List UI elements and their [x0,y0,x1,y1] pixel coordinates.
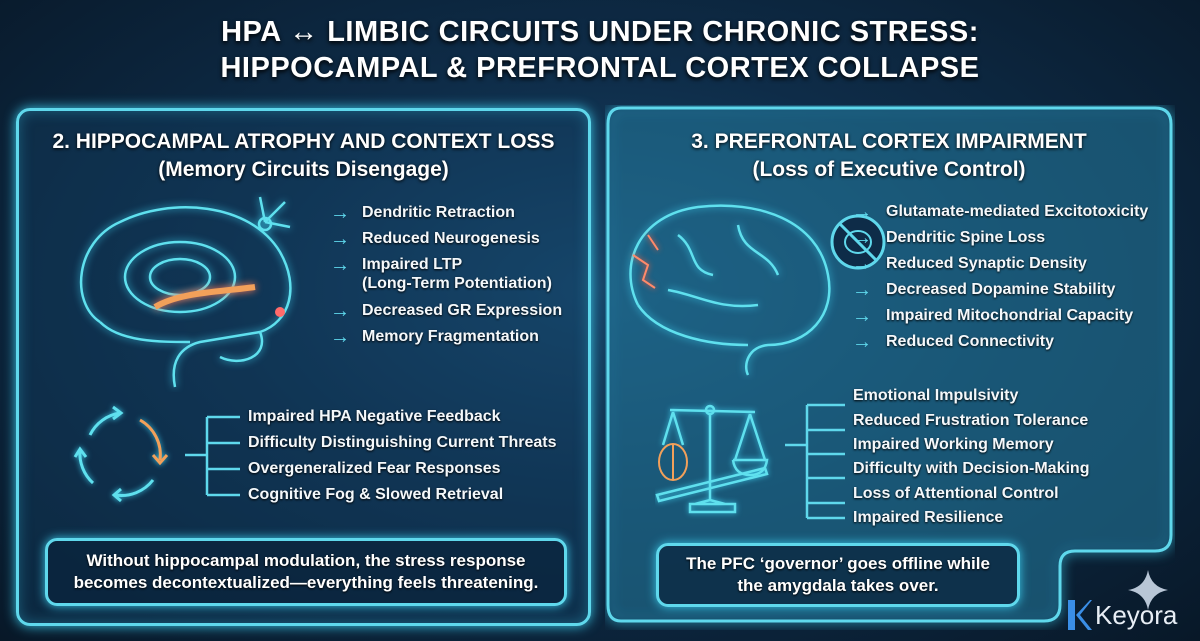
arrow-icon: → [330,228,350,250]
arrow-icon: → [330,300,350,322]
arrow-icon: → [852,201,872,223]
hippocampus-brain-icon [79,196,292,388]
logo-text: Keyora [1095,600,1178,630]
bracket-connector [185,415,240,497]
list-item: Difficulty Distinguishing Current Threat… [248,434,557,451]
list-item: Reduced Frustration Tolerance [853,412,1089,429]
arrow-icon: → [330,326,350,348]
pfc-panel [606,106,1173,623]
list-item: Impaired Mitochondrial Capacity [886,307,1134,324]
arrow-icon: → [852,279,872,301]
list-item: Loss of Attentional Control [853,485,1059,502]
list-item: Difficulty with Decision-Making [853,460,1090,477]
arrow-icon: → [330,202,350,224]
arrow-icon: → [852,253,872,275]
list-item: Glutamate-mediated Excitotoxicity [886,203,1149,220]
arrow-icon: → [330,254,350,276]
list-item: Impaired HPA Negative Feedback [248,408,501,425]
no-brain-icon [830,214,886,270]
arrow-icon: → [852,331,872,353]
list-item: Dendritic Spine Loss [886,229,1046,246]
list-item: Memory Fragmentation [362,328,539,345]
list-item: Impaired Resilience [853,509,1004,526]
bracket-connector [785,403,845,520]
list-item: Cognitive Fog & Slowed Retrieval [248,486,504,503]
list-item: Impaired Working Memory [853,436,1054,453]
list-item: Decreased Dopamine Stability [886,281,1116,298]
list-item: Impaired LTP [362,256,463,273]
list-item: Reduced Neurogenesis [362,230,540,247]
hippocampal-heading: 2. HIPPOCAMPAL ATROPHY AND CONTEXT LOSS … [52,130,555,181]
list-item: Reduced Connectivity [886,333,1055,350]
balance-scale-icon [655,404,769,514]
list-item: Decreased GR Expression [362,302,563,319]
arrow-icon: → [852,305,872,327]
sparkle-icon [1128,570,1168,610]
list-item: Dendritic Retraction [362,204,515,221]
hippocampal-summary-box: Without hippocampal modulation, the stre… [45,538,567,606]
k-mark-icon [1068,600,1092,630]
list-item-subtext: (Long-Term Potentiation) [362,275,552,292]
list-item: Overgeneralized Fear Responses [248,460,501,477]
page-title: HPA ↔ LIMBIC CIRCUITS UNDER CHRONIC STRE… [220,16,980,84]
prefrontal-brain-icon [629,204,831,376]
arrow-icon: → [852,227,872,249]
feedback-cycle-icon [73,405,169,503]
keyora-logo: Keyora [1068,570,1198,635]
list-item: Reduced Synaptic Density [886,255,1087,272]
list-item: Emotional Impulsivity [853,387,1019,404]
pfc-heading: 3. PREFRONTAL CORTEX IMPAIRMENT (Loss of… [691,130,1087,181]
